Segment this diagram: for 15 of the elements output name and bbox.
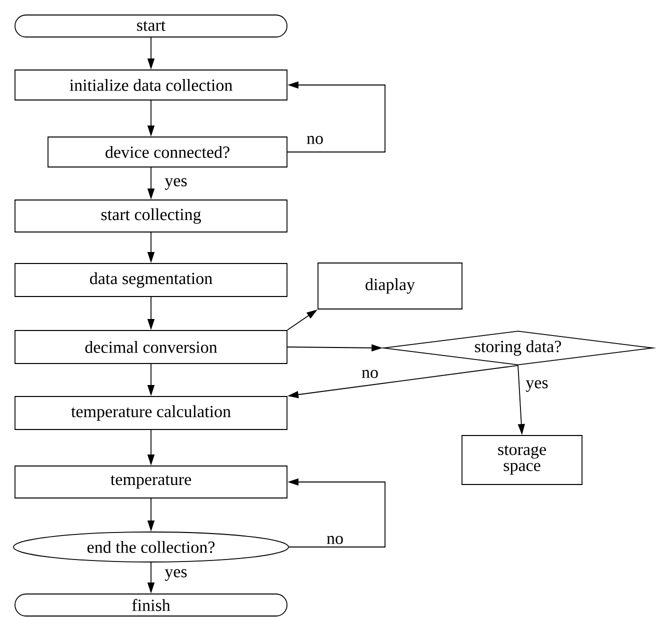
edge-label: yes: [164, 568, 188, 582]
edge-label: yes: [524, 379, 550, 393]
process-box: decimal conversion: [14, 330, 288, 364]
edge-label: no: [326, 534, 344, 546]
decision-box: device connected?: [48, 136, 288, 168]
process-box: temperature: [14, 466, 288, 498]
edge-label: yes: [164, 177, 188, 191]
edge-label: no: [306, 134, 324, 146]
process-box: diaplay: [318, 262, 462, 310]
edge-label: no: [360, 368, 380, 380]
process-box: data segmentation: [14, 263, 288, 297]
process-box: start collecting: [14, 200, 288, 232]
process-box: storage space: [462, 435, 582, 485]
process-box: initialize data collection: [14, 70, 288, 100]
process-box: temperature calculation: [14, 396, 288, 430]
